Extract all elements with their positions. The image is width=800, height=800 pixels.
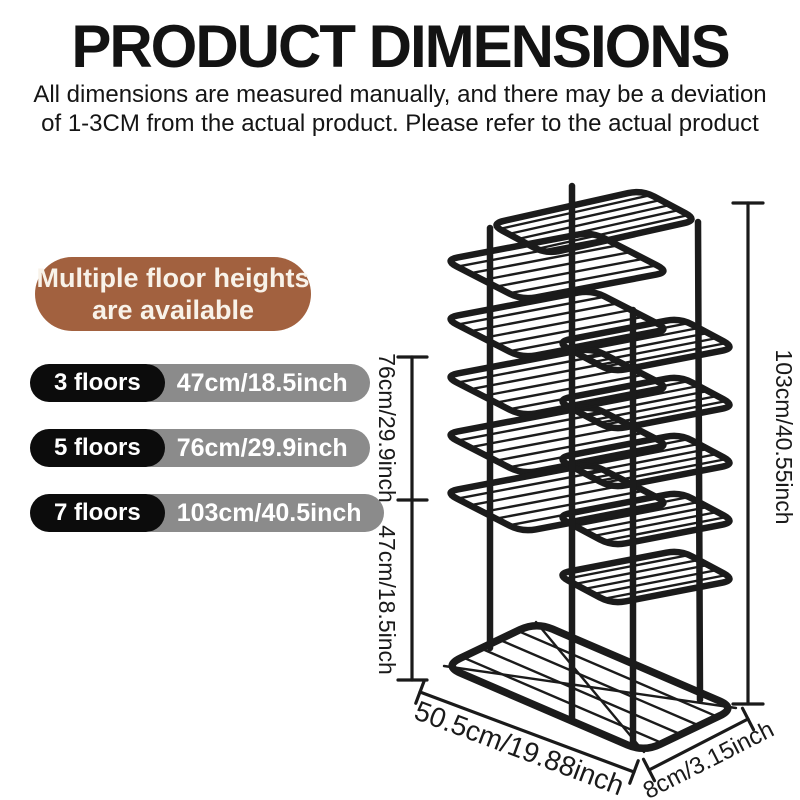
shelf-slat	[468, 418, 620, 449]
shelf-slat	[481, 308, 633, 340]
dim-label-base-width: 50.5cm/19.88inch	[410, 695, 628, 800]
dim-tick	[414, 679, 426, 705]
shelf-slat	[468, 302, 620, 333]
shelf-slat	[601, 573, 728, 601]
shelf-slat	[564, 437, 691, 465]
shelf-slat	[564, 379, 691, 407]
shelf-slat	[455, 237, 607, 268]
shelf-slat	[481, 424, 633, 456]
shelf-slat	[573, 326, 700, 354]
badge-line-1: Multiple floor heights	[36, 263, 310, 293]
shelf-slat	[468, 244, 620, 275]
shelf-slat	[516, 203, 672, 241]
shelf-slat	[481, 482, 633, 514]
shelf-slat	[498, 193, 653, 231]
shelf-slat	[601, 399, 728, 427]
dim-line-base-width	[418, 690, 636, 774]
dim-tick	[641, 757, 657, 783]
subtitle: All dimensions are measured manually, an…	[0, 80, 800, 138]
shelf-slat	[455, 411, 607, 442]
shelf-slat	[573, 500, 700, 528]
badge-line-2: are available	[91, 295, 255, 325]
shelf-frame	[493, 188, 695, 256]
shelf-slat	[582, 447, 710, 475]
shelf-frame	[447, 230, 667, 302]
floor-option-row-3: 3 floors 47cm/18.5inch	[30, 364, 370, 402]
shelf-slat	[481, 250, 633, 282]
shelf-slat	[601, 341, 728, 369]
dim-label-height-lower: 47cm/18.5inch	[374, 525, 400, 675]
shoe-rack-drawing	[442, 182, 738, 754]
dim-label-height-upper: 76cm/29.9inch	[374, 353, 400, 503]
shelf-frame	[559, 490, 733, 548]
shelf-slat	[481, 366, 633, 398]
shelf-slat	[582, 389, 710, 417]
shelf-slat	[455, 469, 607, 500]
shelf-slat	[582, 331, 710, 359]
shelf-slat	[455, 353, 607, 384]
subtitle-line-2: of 1-3CM from the actual product. Please…	[41, 110, 759, 137]
floors-pill: 5 floors	[30, 429, 165, 467]
dim-tick	[628, 759, 640, 785]
shelf-slat	[455, 295, 607, 326]
shelf-slat	[564, 495, 691, 523]
shelf-frame	[559, 316, 733, 374]
shelf-slat	[564, 321, 691, 349]
shelf-slat	[582, 505, 710, 533]
shelf-slat	[601, 457, 728, 485]
shelf-slat	[468, 476, 620, 507]
subtitle-line-1: All dimensions are measured manually, an…	[33, 81, 767, 108]
shelf-frame	[559, 432, 733, 490]
dim-label-base-depth: 8cm/3.15inch	[639, 716, 778, 800]
rack-post	[694, 218, 704, 704]
shelf-slat	[573, 442, 700, 470]
base-slat	[498, 638, 701, 727]
shelf-slat	[582, 563, 710, 591]
base-slat	[479, 647, 682, 736]
shelf-frame	[559, 548, 733, 606]
page-title: PRODUCT DIMENSIONS	[71, 13, 730, 80]
shelf-slat	[564, 553, 691, 581]
multi-height-badge: Multiple floor heights are available	[35, 257, 311, 331]
shelf-slat	[468, 360, 620, 391]
floor-option-row-7: 7 floors 103cm/40.5inch	[30, 494, 384, 532]
shelf-slat	[573, 558, 700, 586]
shelf-slat	[535, 213, 690, 251]
dim-label-height-total: 103cm/40.55inch	[771, 349, 797, 524]
shelf-slat	[507, 198, 662, 236]
base-frame	[448, 621, 732, 753]
shelf-slat	[601, 515, 728, 543]
floor-option-row-5: 5 floors 76cm/29.9inch	[30, 429, 370, 467]
dim-tick	[740, 706, 756, 732]
size-pill: 47cm/18.5inch	[132, 364, 370, 402]
shelf-slat	[573, 384, 700, 412]
base-slat	[516, 629, 719, 718]
shelf-frame	[559, 374, 733, 432]
size-pill: 76cm/29.9inch	[132, 429, 370, 467]
dimension-lines	[396, 201, 765, 785]
dim-line-base-depth	[647, 717, 750, 772]
floors-pill: 7 floors	[30, 494, 165, 532]
base-slat	[461, 656, 664, 745]
size-pill: 103cm/40.5inch	[132, 494, 384, 532]
floors-pill: 3 floors	[30, 364, 165, 402]
shelf-slat	[507, 264, 659, 295]
base-cross-wire	[534, 620, 646, 754]
